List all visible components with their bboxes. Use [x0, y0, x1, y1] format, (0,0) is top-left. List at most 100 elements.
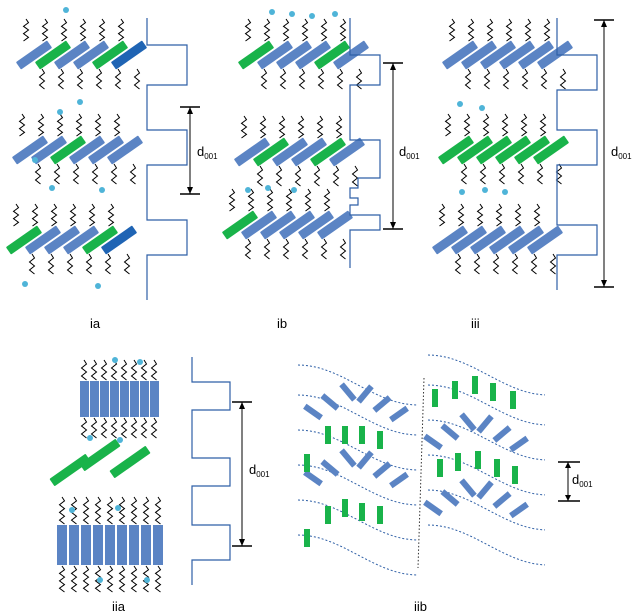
- alkyl-chain: [75, 113, 83, 137]
- alkyl-chain: [316, 115, 324, 139]
- molecule-block: [117, 525, 127, 565]
- molecule-block: [372, 395, 392, 413]
- panel-ib: [222, 9, 403, 268]
- alkyl-chain: [505, 18, 513, 42]
- molecule-block: [537, 40, 573, 70]
- domain-boundary: [417, 377, 425, 569]
- alkyl-chain: [559, 68, 567, 90]
- molecule-block: [44, 225, 80, 255]
- alkyl-chain: [85, 253, 93, 275]
- alkyl-chain: [278, 115, 286, 139]
- alkyl-chain: [317, 68, 325, 90]
- alkyl-chain: [60, 18, 68, 42]
- alkyl-chain: [539, 113, 547, 137]
- alkyl-chain: [495, 203, 503, 227]
- arrow-head: [239, 402, 245, 409]
- alkyl-chain: [339, 18, 347, 42]
- molecule-block: [440, 423, 460, 441]
- alkyl-chain: [294, 165, 302, 187]
- alkyl-chain: [463, 113, 471, 137]
- molecule-block: [432, 389, 438, 407]
- molecule-block: [514, 135, 550, 165]
- arrow-head: [565, 462, 571, 468]
- alkyl-chain: [301, 238, 309, 260]
- head-group-bead: [95, 283, 101, 289]
- head-group-bead: [115, 505, 121, 511]
- molecule-block: [272, 137, 308, 167]
- alkyl-chain: [448, 18, 456, 42]
- molecule-block: [140, 381, 149, 417]
- molecule-block: [476, 414, 494, 434]
- alkyl-chain: [536, 163, 544, 185]
- alkyl-chain: [323, 188, 331, 212]
- alkyl-chain: [140, 359, 148, 381]
- molecule-block: [377, 506, 383, 524]
- alkyl-chain: [58, 496, 66, 525]
- molecule-block: [303, 403, 323, 421]
- molecule-block: [423, 433, 443, 451]
- molecule-block: [342, 499, 348, 517]
- molecule-block: [101, 225, 137, 255]
- alkyl-chain: [106, 565, 114, 593]
- head-group-bead: [97, 577, 103, 583]
- molecule-block: [238, 40, 274, 70]
- molecule-block: [317, 210, 353, 240]
- alkyl-chain: [130, 417, 138, 439]
- alkyl-chain: [263, 18, 271, 42]
- alkyl-chain: [514, 203, 522, 227]
- alkyl-chain: [240, 115, 248, 139]
- head-group-bead: [87, 435, 93, 441]
- molecule-block: [92, 40, 128, 70]
- head-group-bead: [482, 187, 488, 193]
- molecule-block: [356, 450, 374, 470]
- molecule-block: [518, 40, 554, 70]
- head-group-bead: [49, 185, 55, 191]
- alkyl-chain: [266, 188, 274, 212]
- head-group-bead: [457, 101, 463, 107]
- alkyl-chain: [123, 253, 131, 275]
- layer-boundary: [297, 534, 419, 576]
- molecule-block: [440, 489, 460, 507]
- molecule-block: [314, 40, 350, 70]
- molecule-block: [389, 471, 409, 489]
- alkyl-chain: [31, 203, 39, 227]
- density-profile-line: [556, 18, 598, 290]
- alkyl-chain: [511, 253, 519, 275]
- head-group-bead: [99, 187, 105, 193]
- molecule-block: [303, 469, 323, 487]
- alkyl-chain: [313, 165, 321, 187]
- molecule-block: [31, 135, 67, 165]
- molecule-block: [438, 135, 474, 165]
- alkyl-chain: [263, 238, 271, 260]
- arrow-head: [390, 222, 396, 229]
- molecule-block: [329, 137, 365, 167]
- alkyl-chain: [540, 68, 548, 90]
- alkyl-chain: [80, 417, 88, 439]
- alkyl-chain: [479, 163, 487, 185]
- alkyl-chain: [460, 163, 468, 185]
- arrow-head: [601, 280, 607, 287]
- molecule-block: [16, 40, 52, 70]
- alkyl-chain: [100, 359, 108, 381]
- molecule-block: [325, 426, 331, 444]
- molecule-block: [472, 376, 478, 394]
- panel-label-iii: iii: [471, 316, 480, 331]
- molecule-block: [527, 225, 563, 255]
- molecule-block: [377, 431, 383, 449]
- arrow-head: [187, 187, 193, 194]
- alkyl-chain: [498, 163, 506, 185]
- alkyl-chain: [94, 113, 102, 137]
- molecule-block: [257, 40, 293, 70]
- alkyl-chain: [110, 417, 118, 439]
- alkyl-chain: [492, 253, 500, 275]
- arrow-head: [239, 539, 245, 546]
- molecule-block: [533, 135, 569, 165]
- alkyl-chain: [438, 203, 446, 227]
- alkyl-chain: [256, 165, 264, 187]
- alkyl-chain: [114, 68, 122, 90]
- layer-boundary: [297, 499, 419, 541]
- alkyl-chain: [355, 68, 363, 90]
- alkyl-chain: [259, 115, 267, 139]
- panel-label-iia: iia: [112, 599, 126, 614]
- alkyl-chain: [70, 565, 78, 593]
